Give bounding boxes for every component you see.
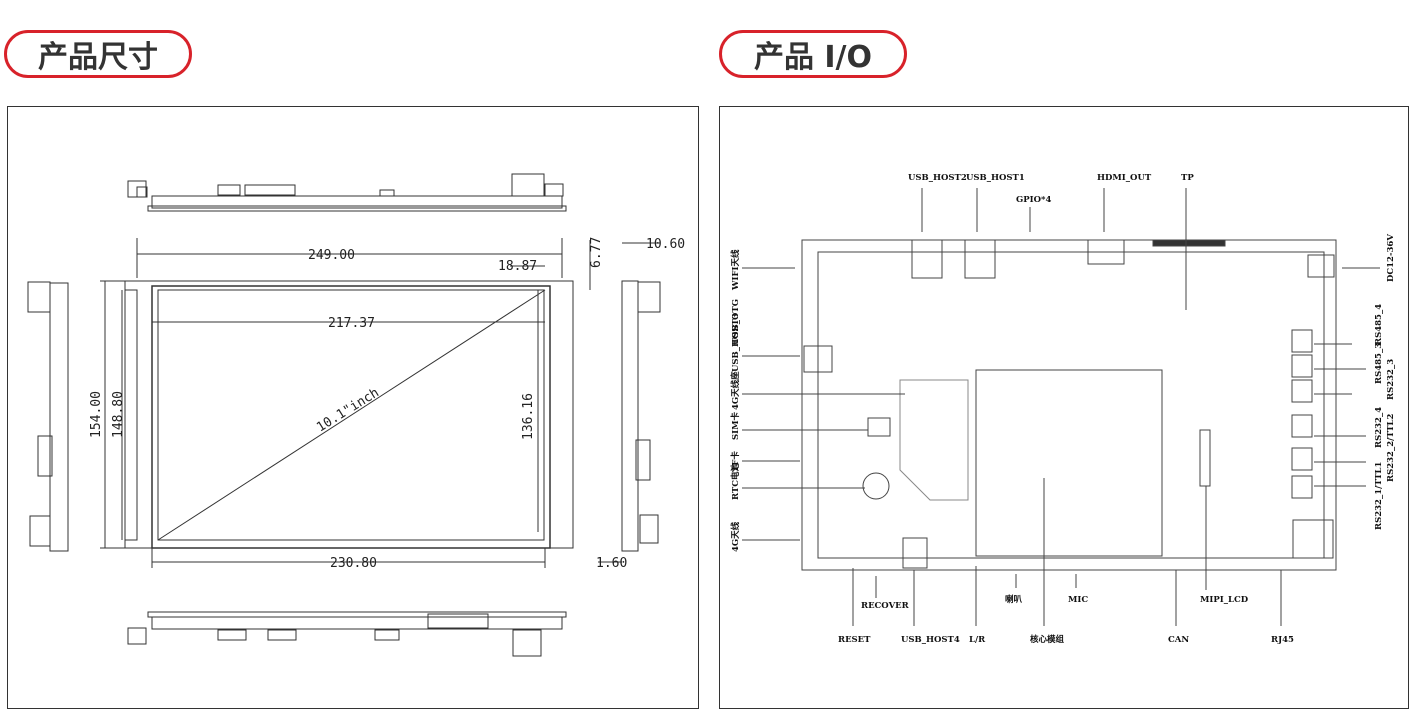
io-mic: MIC — [1068, 595, 1088, 605]
io-usb-host1: USB_HOST1 — [966, 173, 1025, 183]
dim-height-screen: 136.16 — [521, 393, 536, 440]
io-panel — [719, 106, 1409, 709]
io-sim: SIM卡 — [730, 411, 741, 440]
dim-offset-top-right: 18.87 — [498, 259, 537, 274]
io-rs232-3: RS232_3 — [1386, 359, 1396, 400]
io-dc: DC12-36V — [1386, 234, 1396, 282]
io-lr: L/R — [969, 635, 986, 645]
io-usb-host2: USB_HOST2 — [908, 173, 967, 183]
io-rs485-4: RS485_4 — [1374, 304, 1384, 345]
io-usb-host3: USB_HOST3 — [731, 313, 741, 372]
dim-width-screen: 217.37 — [328, 316, 375, 331]
io-reset: RESET — [838, 635, 871, 645]
io-heading: 产品 I/O — [719, 30, 907, 78]
io-can: CAN — [1168, 635, 1189, 645]
io-rs232-2: RS232_2/TTL2 — [1386, 413, 1396, 482]
io-usb-host4: USB_HOST4 — [901, 635, 960, 645]
dim-height-total: 154.00 — [89, 391, 104, 438]
io-gpio: GPIO*4 — [1016, 195, 1051, 205]
io-tp: TP — [1181, 173, 1194, 183]
dim-height-inner: 148.80 — [111, 391, 126, 438]
dim-offset-small: 6.77 — [589, 237, 604, 268]
io-speaker: 喇叭 — [1005, 594, 1023, 605]
io-rs232-4: RS232_4 — [1374, 407, 1384, 448]
io-usb-otg: USB_OTG — [731, 299, 741, 345]
io-rs485-3: RS485_3 — [1374, 343, 1384, 384]
io-recover: RECOVER — [861, 601, 910, 611]
dimensions-heading: 产品尺寸 — [4, 30, 192, 78]
io-wifi: WIFI天线 — [730, 249, 741, 291]
io-rj45: RJ45 — [1271, 635, 1294, 645]
io-core: 核心模组 — [1030, 634, 1065, 645]
io-heading-text: 产品 I/O — [753, 40, 873, 75]
io-mipi: MIPI_LCD — [1200, 595, 1249, 605]
dim-width-total: 249.00 — [308, 248, 355, 263]
dimensions-heading-text: 产品尺寸 — [38, 40, 158, 75]
io-antenna-4g-top: 4G天线座 — [730, 371, 741, 410]
io-hdmi-out: HDMI_OUT — [1097, 173, 1152, 183]
io-antenna-4g: 4G天线 — [730, 521, 741, 552]
dim-thickness: 10.60 — [646, 237, 685, 252]
io-rs232-1: RS232_1/TTL1 — [1374, 461, 1384, 530]
io-tf: TF卡 — [730, 451, 741, 472]
dim-width-bottom: 230.80 — [330, 556, 377, 571]
io-rtc: RTC电池 — [730, 462, 741, 500]
dim-thickness-small: 1.60 — [596, 556, 627, 571]
